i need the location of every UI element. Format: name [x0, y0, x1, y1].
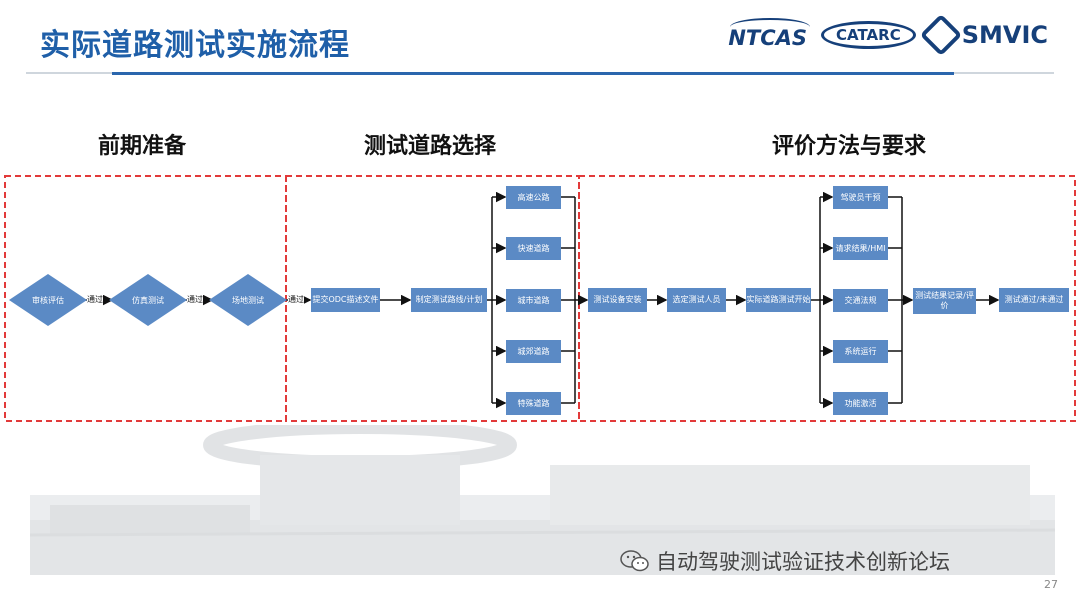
pass-label: 通过	[87, 294, 103, 305]
prep-step-label: 审核评估	[32, 295, 64, 305]
smvic-logo-text: SMVIC	[961, 21, 1048, 49]
watermark-text: 自动驾驶测试验证技术创新论坛	[656, 550, 950, 574]
section-heading-eval: 评价方法与要求	[772, 134, 927, 159]
eval-item-box: 请求结果/HMI	[833, 237, 888, 260]
prep-step-diamond: 审核评估	[8, 273, 88, 327]
eval-item-box: 功能激活	[833, 392, 888, 415]
diamond-shape	[209, 274, 287, 326]
eval-item-box: 驾驶员干预	[833, 186, 888, 209]
road-type-box: 城市道路	[506, 289, 561, 312]
catarc-logo: CATARC	[821, 21, 916, 49]
equipment-install-box: 测试设备安装	[588, 288, 647, 312]
road-type-box: 高速公路	[506, 186, 561, 209]
prep-step-diamond: 场地测试	[208, 273, 288, 327]
test-start-box: 实际道路测试开始	[746, 288, 811, 312]
smvic-logo: SMVIC	[919, 13, 1048, 57]
page-number: 27	[1044, 578, 1058, 591]
logo-group: NTCAS CATARC SMVIC	[724, 13, 1048, 57]
eval-item-box: 系统运行	[833, 340, 888, 363]
car-swoosh-icon	[730, 18, 811, 36]
submit-odc-box: 提交ODC描述文件	[311, 288, 380, 312]
background-building-image	[30, 425, 1055, 575]
pass-label: 通过	[288, 294, 304, 305]
record-evaluate-box: 测试结果记录/评价	[913, 288, 976, 314]
road-type-box: 快速道路	[506, 237, 561, 260]
section-heading-road: 测试道路选择	[364, 134, 497, 159]
prep-step-label: 仿真测试	[132, 295, 164, 305]
result-box: 测试通过/未通过	[999, 288, 1069, 312]
watermark: 自动驾驶测试验证技术创新论坛	[620, 546, 950, 576]
header-rule-blue	[112, 72, 954, 75]
route-plan-box: 制定测试路线/计划	[411, 288, 487, 312]
prep-step-label: 场地测试	[232, 295, 264, 305]
section-heading-prep: 前期准备	[98, 134, 187, 159]
diamond-shape	[9, 274, 87, 326]
prep-step-diamond: 仿真测试	[108, 273, 188, 327]
diamond-shape	[109, 274, 187, 326]
page-title: 实际道路测试实施流程	[40, 28, 350, 63]
pass-label: 通过	[187, 294, 203, 305]
wechat-icon	[620, 550, 649, 572]
ntcas-logo: NTCAS	[724, 18, 811, 50]
road-type-box: 城郊道路	[506, 340, 561, 363]
road-type-box: 特殊道路	[506, 392, 561, 415]
select-personnel-box: 选定测试人员	[667, 288, 726, 312]
eval-item-box: 交通法规	[833, 289, 888, 312]
